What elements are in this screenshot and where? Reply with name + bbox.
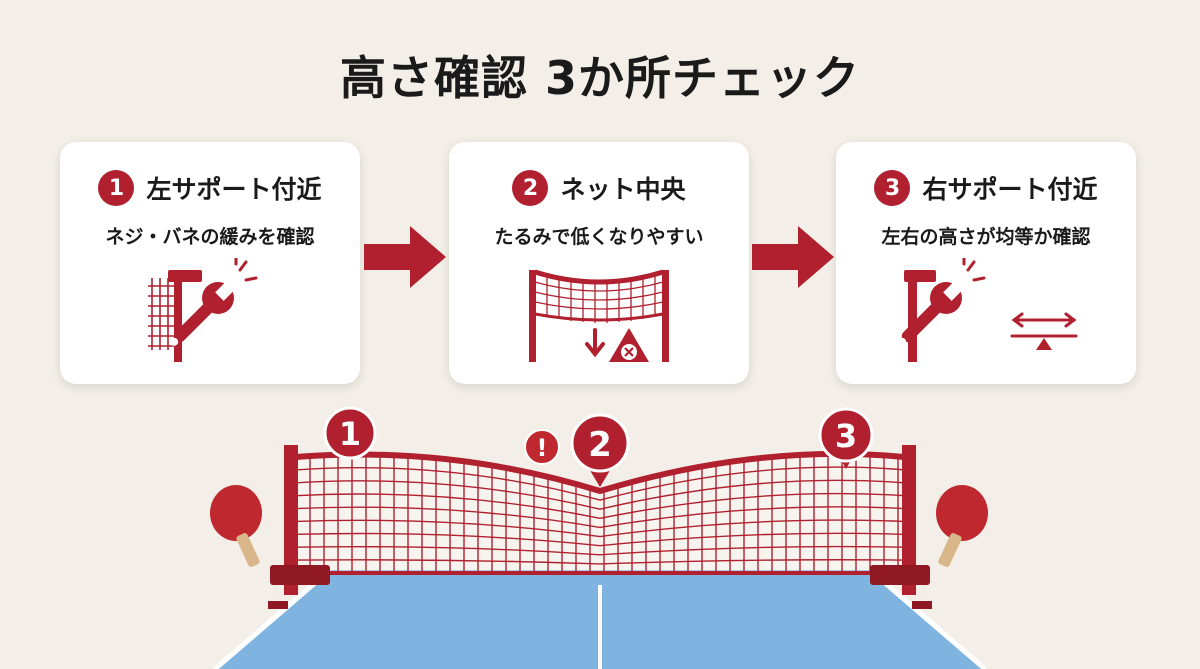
flow-arrow-icon xyxy=(752,226,834,288)
step-subtitle: 左右の高さが均等か確認 xyxy=(881,226,1091,248)
step-number-badge: 3 xyxy=(874,170,911,206)
warning-x-icon xyxy=(609,328,649,362)
warning-marker-icon: ! xyxy=(524,429,560,465)
paddle-icon xyxy=(936,485,988,567)
marker-label: 2 xyxy=(588,425,612,465)
step-card-header: 2 ネット中央 xyxy=(449,170,749,206)
page-title: 高さ確認 3か所チェック xyxy=(339,51,861,105)
step-card-net-center: 2 ネット中央 たるみで低くなりやすい xyxy=(449,142,749,384)
marker-pin-1: 1 xyxy=(323,406,377,460)
step-title: 左サポート付近 xyxy=(146,175,322,204)
wrench-icon xyxy=(898,258,1078,362)
table-net-scene: 1 2 3 ! xyxy=(210,406,988,669)
marker-label: 3 xyxy=(835,417,857,455)
wrench-icon xyxy=(148,258,258,362)
paddle-icon xyxy=(210,485,262,567)
flow-arrow-icon xyxy=(364,226,446,288)
step-subtitle: ネジ・バネの緩みを確認 xyxy=(105,226,315,248)
marker-pin-3: 3 xyxy=(818,407,874,469)
step-card-header: 3 右サポート付近 xyxy=(836,170,1136,206)
step-card-header: 1 左サポート付近 xyxy=(60,170,360,206)
step-title: ネット中央 xyxy=(560,175,686,204)
marker-pin-2: 2 xyxy=(570,413,630,487)
warning-label: ! xyxy=(537,434,548,462)
step-card-right-support: 3 右サポート付近 左右の高さが均等か確認 xyxy=(836,142,1136,384)
step-number-badge: 1 xyxy=(98,170,135,206)
balance-icon xyxy=(1010,312,1078,338)
net-sag-icon xyxy=(529,269,669,362)
step-title: 右サポート付近 xyxy=(922,175,1098,204)
marker-label: 1 xyxy=(339,415,361,453)
step-number-badge: 2 xyxy=(512,170,549,206)
step-subtitle: たるみで低くなりやすい xyxy=(494,226,704,248)
net xyxy=(295,450,905,575)
step-card-left-support: 1 左サポート付近 ネジ・バネの緩みを確認 xyxy=(60,142,360,384)
